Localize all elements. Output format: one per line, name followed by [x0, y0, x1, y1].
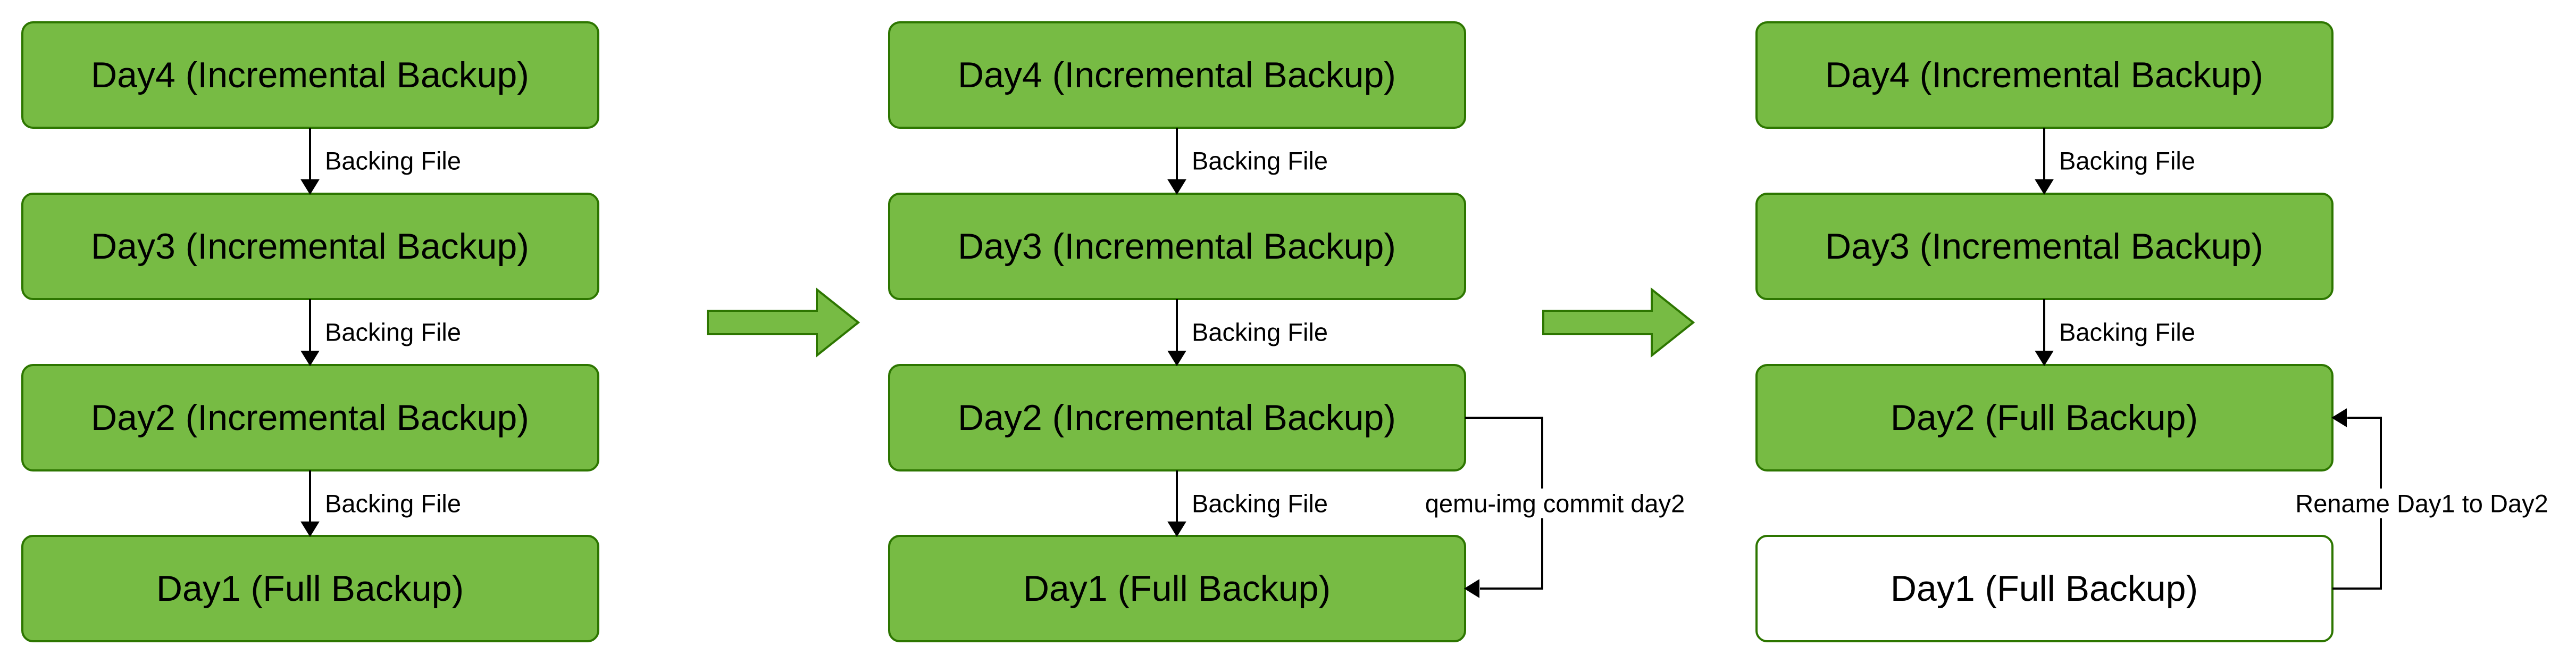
panel-3-box-day1-label: Day1 (Full Backup): [1891, 568, 2198, 609]
panel-2-box-day2-label: Day2 (Incremental Backup): [958, 398, 1396, 438]
panel-1-edge-label-3: Backing File: [325, 490, 461, 518]
panel-1-box-day1-label: Day1 (Full Backup): [156, 568, 464, 609]
panel-3-box-day4[interactable]: Day4 (Incremental Backup): [1755, 21, 2334, 129]
panel-2-edge-day4-day3: Backing File: [1167, 128, 1328, 195]
panel-2: Day4 (Incremental Backup) Day3 (Incremen…: [888, 21, 1693, 642]
panel-3-box-day4-label: Day4 (Incremental Backup): [1825, 55, 2263, 95]
panel-1-box-day4[interactable]: Day4 (Incremental Backup): [21, 21, 599, 129]
panel-3-edge-day4-day3: Backing File: [2035, 128, 2195, 195]
panel-3-rename-label: Rename Day1 to Day2: [2295, 490, 2548, 518]
panel-2-commit-edge: qemu-img commit day2: [1417, 417, 1693, 598]
panel-2-box-day1-label: Day1 (Full Backup): [1023, 568, 1331, 609]
panel-1-box-day1[interactable]: Day1 (Full Backup): [21, 535, 599, 642]
panel-1-edge-label-1: Backing File: [325, 147, 461, 175]
panel-1-box-day3[interactable]: Day3 (Incremental Backup): [21, 193, 599, 300]
panel-2-box-day2[interactable]: Day2 (Incremental Backup): [888, 364, 1466, 471]
panel-2-edge-label-1: Backing File: [1192, 147, 1328, 175]
panel-3-edge-label-1: Backing File: [2059, 147, 2195, 175]
panel-2-box-day3[interactable]: Day3 (Incremental Backup): [888, 193, 1466, 300]
panel-1-edge-day3-day2: Backing File: [300, 299, 461, 366]
panel-2-commit-label: qemu-img commit day2: [1425, 490, 1685, 518]
panel-2-box-day4-label: Day4 (Incremental Backup): [958, 55, 1396, 95]
panel-2-box-day1[interactable]: Day1 (Full Backup): [888, 535, 1466, 642]
panel-3-rename-edge: Rename Day1 to Day2: [2287, 408, 2557, 590]
panel-3-box-day2[interactable]: Day2 (Full Backup): [1755, 364, 2334, 471]
panel-3-edge-day3-day2: Backing File: [2035, 299, 2195, 366]
panel-2-edge-label-2: Backing File: [1192, 318, 1328, 346]
panel-1-edge-day2-day1: Backing File: [300, 470, 461, 537]
right-block-arrow-icon: [1542, 287, 1695, 358]
panel-3: Day4 (Incremental Backup) Day3 (Incremen…: [1755, 21, 2557, 642]
panel-1-box-day4-label: Day4 (Incremental Backup): [91, 55, 529, 95]
panel-2-edge-day3-day2: Backing File: [1167, 299, 1328, 366]
panel-1-box-day2-label: Day2 (Incremental Backup): [91, 398, 529, 438]
panel-2-box-day4[interactable]: Day4 (Incremental Backup): [888, 21, 1466, 129]
panel-3-box-day2-label: Day2 (Full Backup): [1891, 398, 2198, 438]
panel-1: Day4 (Incremental Backup) Day3 (Incremen…: [21, 21, 599, 642]
panel-1-edge-day4-day3: Backing File: [300, 128, 461, 195]
right-block-arrow-icon: [707, 287, 860, 358]
panel-1-edge-label-2: Backing File: [325, 318, 461, 346]
panel-3-edge-label-2: Backing File: [2059, 318, 2195, 346]
panel-2-box-day3-label: Day3 (Incremental Backup): [958, 226, 1396, 267]
panel-2-edge-day2-day1: Backing File: [1167, 470, 1328, 537]
panel-1-box-day2[interactable]: Day2 (Incremental Backup): [21, 364, 599, 471]
panel-3-box-day3-label: Day3 (Incremental Backup): [1825, 226, 2263, 267]
panel-3-box-day3[interactable]: Day3 (Incremental Backup): [1755, 193, 2334, 300]
panel-1-box-day3-label: Day3 (Incremental Backup): [91, 226, 529, 267]
panel-3-box-day1[interactable]: Day1 (Full Backup): [1755, 535, 2334, 642]
panel-2-edge-label-3: Backing File: [1192, 490, 1328, 518]
